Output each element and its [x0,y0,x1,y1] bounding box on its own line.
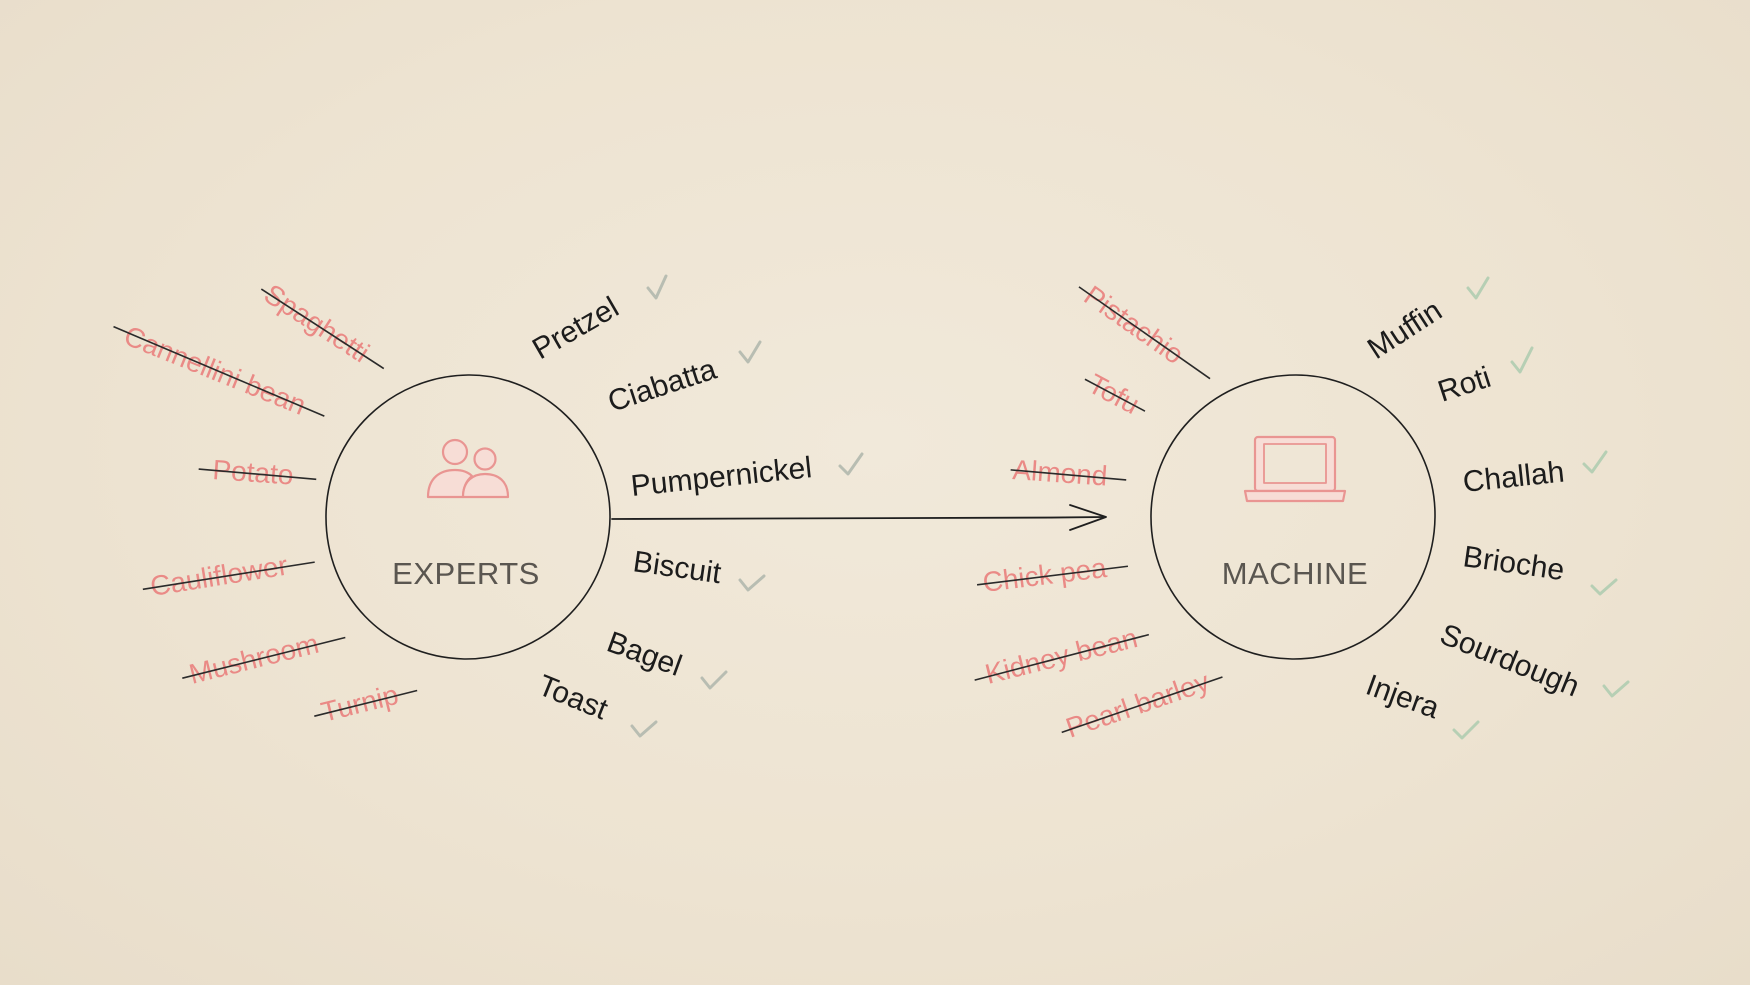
check-icon [700,670,728,690]
accepted-item: Pretzel [527,291,624,366]
machine-accepted-list: Muffin Roti Challah Brioche Sourdough In… [1362,276,1630,740]
arrow-shaft [611,516,1106,520]
accepted-item: Ciabatta [604,353,721,419]
rejected-item: Kidney bean [974,622,1150,690]
machine-hub: MACHINE [1150,374,1436,660]
strike-line [1010,469,1127,481]
accepted-word: Challah [1461,456,1566,499]
rejected-item: Pearl barley [1061,666,1223,744]
check-icon [630,720,658,738]
strike-line [113,325,325,417]
experts-hub: EXPERTS [325,374,611,660]
experts-rejected-list: Spaghetti Cannellini bean Potato Caulifl… [113,278,418,728]
rejected-item: Mushroom [182,628,346,690]
accepted-item: Pumpernickel [629,451,813,503]
arrow-head [1069,504,1107,531]
rejected-word: Pearl barley [1062,666,1213,744]
accepted-item: Muffin [1362,294,1448,366]
experts-circle [325,374,611,660]
strike-line [260,288,385,370]
rejected-word: Chick pea [981,552,1109,598]
check-icon [1590,578,1618,596]
check-icon [1582,450,1608,474]
rejected-item: Pistachio [1078,280,1211,380]
accepted-word: Injera [1362,669,1444,726]
rejected-word: Mushroom [186,628,322,690]
accepted-item: Roti [1434,361,1495,409]
accepted-word: Bagel [603,626,686,683]
accepted-word: Brioche [1461,540,1566,587]
rejected-item: Chick pea [976,552,1129,598]
accepted-word: Roti [1434,361,1495,409]
rejected-item: Cannellini bean [113,320,325,421]
accepted-item: Toast [533,669,612,727]
strike-line [198,468,317,481]
strike-line [974,633,1150,681]
rejected-item: Spaghetti [259,278,385,370]
rejected-item: Cauliflower [142,550,315,602]
rejected-word: Kidney bean [982,622,1141,690]
rejected-item: Almond [1010,454,1127,492]
check-icon [1602,680,1630,698]
accepted-word: Ciabatta [604,353,721,419]
accepted-item: Injera [1362,669,1444,726]
rejected-word: Turnip [318,679,402,728]
strike-line [1078,286,1211,380]
people-icon [426,438,510,499]
rejected-word: Almond [1012,454,1109,492]
accepted-word: Toast [533,669,612,727]
experts-label: EXPERTS [392,556,540,591]
rejected-item: Tofu [1083,368,1146,420]
strike-line [314,689,418,717]
strike-line [1084,378,1146,412]
machine-rejected-list: Pistachio Tofu Almond Chick pea Kidney b… [974,280,1223,744]
strike-line [1061,676,1223,734]
accepted-item: Bagel [603,626,686,683]
accepted-item: Challah [1461,456,1566,499]
check-icon [738,574,766,592]
strike-line [976,565,1129,586]
machine-label: MACHINE [1222,556,1368,591]
accepted-word: Muffin [1362,294,1448,366]
check-icon [838,452,864,476]
accepted-item: Brioche [1461,540,1566,587]
rejected-word: Spaghetti [259,278,375,368]
laptop-icon [1243,435,1347,503]
check-icon [738,340,762,364]
rejected-word: Cauliflower [148,550,290,602]
accepted-word: Pumpernickel [629,451,813,503]
accepted-item: Sourdough [1435,618,1583,704]
accepted-word: Pretzel [527,291,624,366]
strike-line [182,636,346,679]
check-icon [1466,276,1490,300]
check-icon [646,274,668,300]
rejected-item: Turnip [314,679,418,728]
machine-circle [1150,374,1436,660]
strike-line [142,561,315,591]
rejected-word: Potato [212,454,295,491]
accepted-word: Sourdough [1435,618,1583,704]
check-icon [1510,346,1534,374]
check-icon [1452,720,1480,740]
experts-accepted-list: Pretzel Ciabatta Pumpernickel Biscuit Ba… [527,274,864,738]
accepted-item: Biscuit [631,545,724,590]
accepted-word: Biscuit [631,545,724,590]
rejected-item: Potato [198,454,317,491]
flow-arrow [611,504,1107,531]
